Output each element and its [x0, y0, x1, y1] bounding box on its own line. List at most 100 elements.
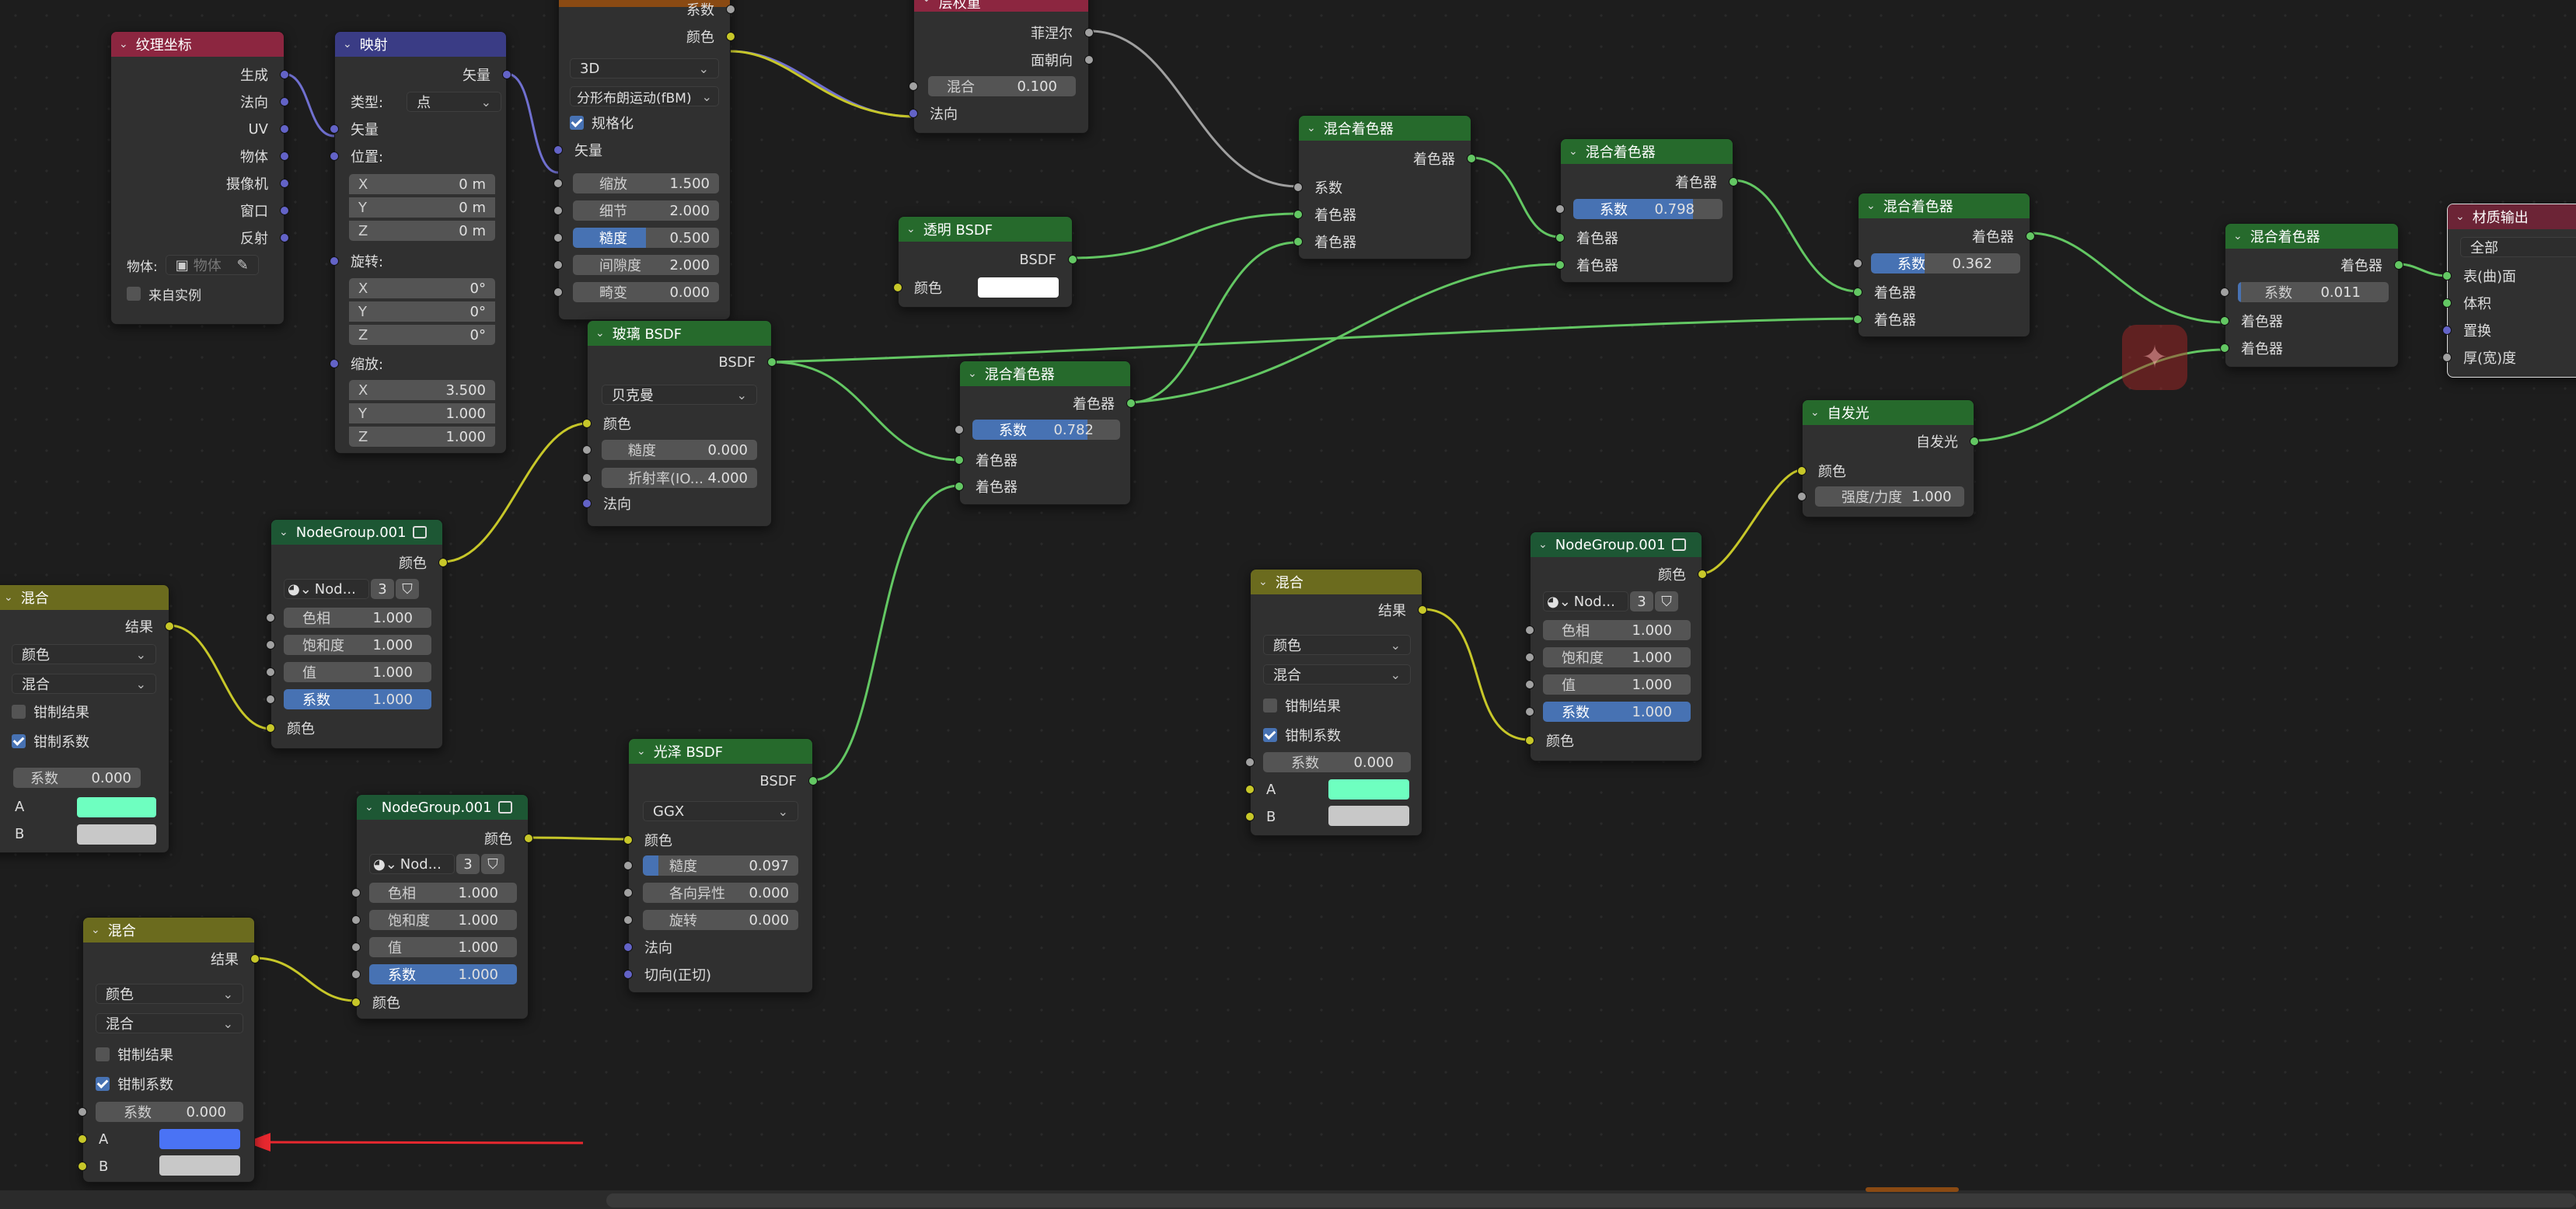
socket[interactable]	[553, 206, 563, 215]
clamp-factor-checkbox[interactable]	[12, 734, 26, 748]
color-a-swatch[interactable]	[159, 1129, 240, 1149]
socket[interactable]	[1293, 237, 1303, 246]
node-header[interactable]: ⌄混合	[1251, 570, 1422, 594]
noise-type-dropdown[interactable]: 分形布朗运动(fBM)	[570, 86, 719, 106]
data-type-dropdown[interactable]: 颜色	[96, 984, 243, 1004]
socket[interactable]	[351, 888, 361, 897]
socket[interactable]	[2394, 260, 2403, 270]
node-header[interactable]: ⌄混合	[0, 585, 169, 610]
node-header[interactable]: ⌄混合着色器	[1859, 193, 2030, 218]
socket[interactable]	[351, 998, 361, 1007]
socket[interactable]	[1525, 653, 1534, 662]
socket[interactable]	[1525, 707, 1534, 716]
clamp-factor-checkbox[interactable]	[1263, 728, 1277, 742]
color-b-swatch[interactable]	[77, 824, 156, 845]
noise-texture-node[interactable]: 系数 颜色 3D 分形布朗运动(fBM) 规格化 矢量 缩放1.500 细节2.…	[553, 0, 735, 320]
socket[interactable]	[1245, 812, 1255, 821]
node-header[interactable]: ⌄玻璃 BSDF	[588, 321, 771, 346]
collapse-icon[interactable]: ⌄	[2456, 211, 2465, 223]
socket[interactable]	[1525, 680, 1534, 689]
socket[interactable]	[2442, 326, 2452, 335]
socket[interactable]	[250, 954, 260, 963]
mix-shader-node-1[interactable]: ⌄混合着色器 着色器 系数 着色器 着色器	[1293, 115, 1476, 260]
node-header[interactable]: ⌄混合着色器	[1561, 139, 1733, 164]
socket[interactable]	[330, 359, 339, 368]
fake-user-button[interactable]: ⛉	[481, 854, 504, 874]
collapse-icon[interactable]: ⌄	[906, 223, 916, 235]
node-header[interactable]: ⌄混合着色器	[960, 361, 1130, 386]
collapse-icon[interactable]: ⌄	[343, 38, 352, 51]
socket[interactable]	[266, 640, 275, 650]
clamp-result-checkbox[interactable]	[96, 1047, 110, 1061]
socket[interactable]	[330, 152, 339, 161]
clamp-result-row[interactable]: 钳制结果	[0, 700, 169, 723]
socket[interactable]	[553, 260, 563, 270]
socket[interactable]	[955, 455, 964, 465]
socket[interactable]	[2220, 343, 2229, 353]
ior-field[interactable]: 折射率(IO...4.000	[602, 468, 757, 488]
collapse-icon[interactable]: ⌄	[1810, 406, 1820, 419]
socket[interactable]	[1293, 183, 1303, 192]
target-dropdown[interactable]: 全部	[2460, 237, 2576, 257]
socket[interactable]	[2220, 316, 2229, 326]
socket[interactable]	[266, 667, 275, 677]
node-header[interactable]: ⌄透明 BSDF	[899, 217, 1072, 242]
color-b-swatch[interactable]	[1328, 806, 1409, 826]
socket[interactable]	[623, 942, 633, 952]
socket[interactable]	[1068, 255, 1077, 264]
socket[interactable]	[2442, 353, 2452, 362]
socket[interactable]	[1084, 55, 1094, 64]
transparent-bsdf-node[interactable]: ⌄透明 BSDF BSDF 颜色	[893, 216, 1077, 308]
socket[interactable]	[553, 145, 563, 155]
node-header[interactable]: ⌄自发光	[1803, 400, 1974, 425]
socket[interactable]	[280, 206, 289, 215]
socket[interactable]	[1555, 233, 1565, 242]
socket[interactable]	[623, 835, 633, 845]
socket[interactable]	[1853, 259, 1862, 268]
users-count[interactable]: 3	[1630, 591, 1653, 611]
socket[interactable]	[553, 287, 563, 297]
socket[interactable]	[582, 445, 592, 455]
mix-color-node-bottom[interactable]: ⌄混合 结果 颜色 混合 钳制结果 钳制系数 系数0.000 A B	[78, 917, 260, 1183]
clamp-factor-checkbox[interactable]	[96, 1077, 110, 1091]
socket[interactable]	[280, 124, 289, 134]
collapse-icon[interactable]: ⌄	[1307, 122, 1316, 134]
socket[interactable]	[623, 970, 633, 979]
color-a-swatch[interactable]	[1328, 779, 1409, 800]
socket[interactable]	[1797, 466, 1806, 476]
collapse-icon[interactable]: ⌄	[279, 526, 288, 538]
normalize-row[interactable]: 规格化	[559, 111, 730, 134]
node-header[interactable]: ⌄混合着色器	[2225, 224, 2398, 249]
socket[interactable]	[351, 942, 361, 952]
socket[interactable]	[955, 482, 964, 491]
socket[interactable]	[893, 283, 902, 292]
socket[interactable]	[351, 970, 361, 979]
collapse-icon[interactable]: ⌄	[922, 0, 931, 5]
socket[interactable]	[1853, 287, 1862, 297]
socket[interactable]	[726, 5, 735, 14]
